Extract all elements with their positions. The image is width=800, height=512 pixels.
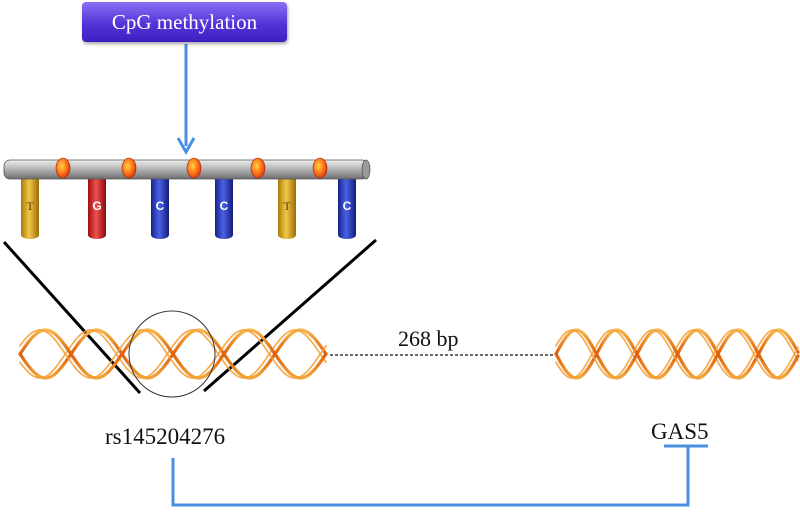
gene-label: GAS5 [651, 419, 709, 444]
methyl-group-2 [121, 157, 137, 179]
methyl-group-3 [186, 157, 202, 179]
base-letter: T [26, 199, 34, 213]
base-pillar-4: C [215, 175, 233, 239]
methyl-groups [55, 157, 328, 179]
base-pillar-1: T [21, 175, 39, 239]
helix-strand [18, 328, 328, 380]
helix-strand [554, 328, 800, 380]
methyl-group-1 [55, 157, 71, 179]
base-letter: C [343, 199, 352, 213]
methylation-arrow [176, 44, 196, 156]
base-letter: T [283, 199, 291, 213]
methyl-group-5 [312, 157, 328, 179]
helix-strand [555, 329, 799, 379]
base-letter: C [220, 199, 229, 213]
base-pillar-3: C [151, 175, 169, 239]
methyl-group-4 [250, 157, 266, 179]
snp-label: rs145204276 [105, 424, 226, 449]
helix-strand [555, 329, 799, 379]
base-letter: C [156, 199, 165, 213]
association-connector [171, 446, 690, 507]
helix-strand [19, 329, 327, 379]
helix-strand [19, 329, 327, 379]
base-pillar-2: G [88, 175, 106, 239]
distance-label: 268 bp [398, 326, 459, 351]
base-pillar-6: C [338, 175, 356, 239]
dna-helix-gas5 [554, 328, 800, 380]
base-letter: G [92, 199, 101, 213]
title-box: CpG methylation [82, 2, 287, 42]
snp-circle [128, 310, 216, 398]
dna-helix-left [18, 328, 328, 380]
sugar-phosphate-backbone [3, 159, 371, 180]
base-pillar-5: T [278, 175, 296, 239]
